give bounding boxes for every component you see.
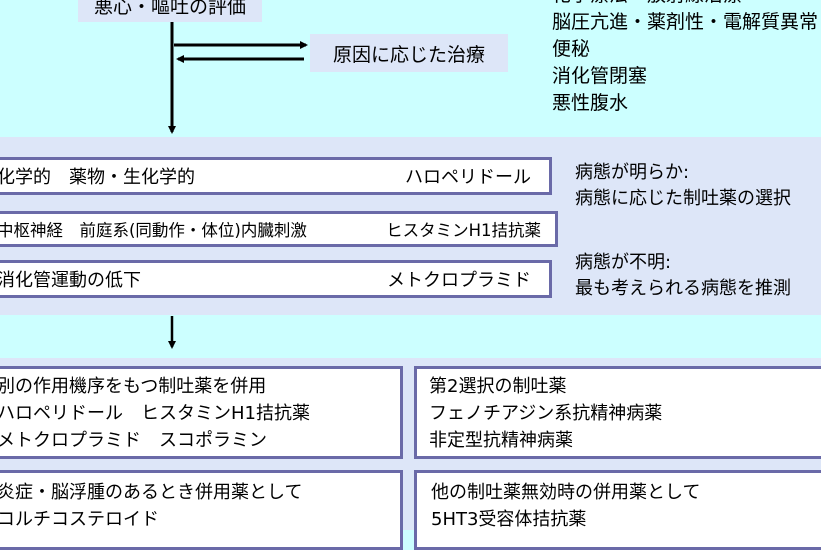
note-text: 最も考えられる病態を推測 <box>575 278 791 299</box>
note-title: 病態が明らか: <box>575 162 690 183</box>
box-line: メトクロプラミド スコポラミン <box>0 430 267 451</box>
cause-item: 便秘 <box>552 38 591 60</box>
drug-label: ハロペリドール <box>405 167 531 188</box>
mechanism-box-gi: 消化管運動の低下 メトクロプラミド <box>0 260 552 298</box>
note-known: 病態が明らか: 病態に応じた制吐薬の選択 <box>575 160 791 212</box>
note-text: 病態に応じた制吐薬の選択 <box>575 188 791 209</box>
mechanism-label: 消化管運動の低下 <box>0 270 141 291</box>
box-line: 別の作用機序をもつ制吐薬を併用 <box>0 376 267 397</box>
cause-item: 化学療法・放射線治療 <box>552 0 818 9</box>
note-unknown: 病態が不明: 最も考えられる病態を推測 <box>575 250 791 302</box>
cause-list: 化学療法・放射線治療 脳圧亢進・薬剤性・電解質異常 便秘 消化管閉塞 悪性腹水 <box>552 0 818 117</box>
refractory-box: 他の制吐薬無効時の併用薬として 5HT3受容体拮抗薬 <box>414 470 821 550</box>
cause-item: 悪性腹水 <box>552 92 629 114</box>
box-line: 5HT3受容体拮抗薬 <box>431 509 587 530</box>
box-line: フェノチアジン系抗精神病薬 <box>429 403 663 424</box>
box-line: 第2選択の制吐薬 <box>429 376 567 397</box>
second-choice-box: 第2選択の制吐薬 フェノチアジン系抗精神病薬 非定型抗精神病薬 <box>414 366 821 459</box>
mechanism-label: 化学的 薬物・生化学的 <box>0 167 195 188</box>
drug-label: ヒスタミンH1拮抗薬 <box>386 221 541 240</box>
steroid-box: 炎症・脳浮腫のあるとき併用薬として コルチコステロイド <box>0 470 403 550</box>
mechanism-box-central: 中枢神経 前庭系(同動作・体位)内臓刺激 ヒスタミンH1拮抗薬 <box>0 211 558 247</box>
mechanism-box-chemical: 化学的 薬物・生化学的 ハロペリドール <box>0 157 552 195</box>
cause-item: 脳圧亢進・薬剤性・電解質異常 <box>552 11 819 33</box>
box-line: コルチコステロイド <box>0 509 159 530</box>
evaluation-box: 悪心・嘔吐の評価 <box>78 0 262 22</box>
box-line: 炎症・脳浮腫のあるとき併用薬として <box>0 482 303 503</box>
cause-treatment-box: 原因に応じた治療 <box>310 34 508 72</box>
flow-arrows <box>168 22 308 349</box>
cause-item: 消化管閉塞 <box>552 65 648 87</box>
box-line: 他の制吐薬無効時の併用薬として <box>431 482 701 503</box>
note-title: 病態が不明: <box>575 252 672 273</box>
box-line: ハロペリドール ヒスタミンH1拮抗薬 <box>0 403 310 424</box>
box-line: 非定型抗精神病薬 <box>429 430 573 451</box>
combination-box: 別の作用機序をもつ制吐薬を併用 ハロペリドール ヒスタミンH1拮抗薬 メトクロプ… <box>0 366 403 459</box>
drug-label: メトクロプラミド <box>387 270 531 291</box>
mechanism-label: 中枢神経 前庭系(同動作・体位)内臓刺激 <box>0 221 307 240</box>
